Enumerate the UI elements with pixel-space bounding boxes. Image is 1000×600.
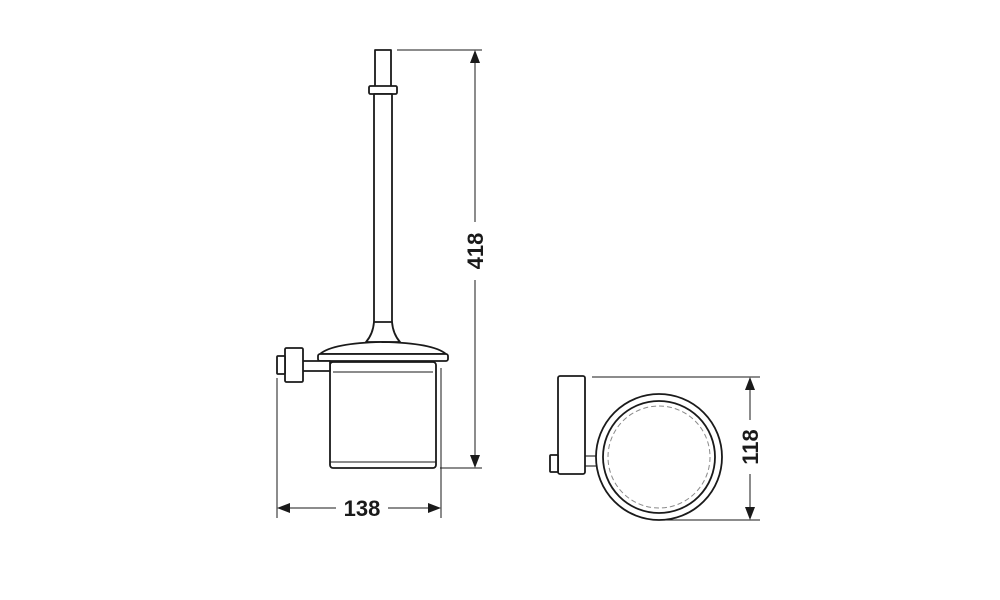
- diameter-arrow-top: [745, 377, 755, 390]
- handle-top-cap: [374, 49, 392, 91]
- glass-cup: [329, 361, 437, 469]
- wall-arm: [299, 360, 331, 372]
- width-label: 138: [344, 496, 381, 521]
- height-arrow-top: [470, 50, 480, 63]
- width-arrow-left: [277, 503, 290, 513]
- front-view: [276, 49, 449, 469]
- height-arrow-bottom: [470, 455, 480, 468]
- top-screw: [549, 454, 559, 473]
- top-ring-inner: [602, 400, 716, 514]
- width-arrow-right: [428, 503, 441, 513]
- diameter-label: 118: [738, 429, 763, 465]
- diameter-dimension: 118: [592, 376, 763, 521]
- diameter-arrow-bottom: [745, 507, 755, 520]
- top-view: [549, 375, 723, 521]
- top-cup-hidden-edge: [607, 405, 711, 509]
- height-label: 418: [463, 233, 488, 270]
- holder-lid: [319, 341, 447, 355]
- handle-shaft: [373, 93, 393, 325]
- holder-lid-rim: [317, 353, 449, 362]
- height-dimension: 418: [397, 49, 488, 469]
- top-ring-outer: [595, 393, 723, 521]
- handle-neck: [365, 321, 401, 343]
- top-wall-plate: [557, 375, 586, 475]
- wall-screw: [276, 355, 286, 375]
- handle-collar: [368, 85, 398, 95]
- width-dimension: 138: [276, 368, 442, 521]
- wall-bracket: [284, 347, 304, 383]
